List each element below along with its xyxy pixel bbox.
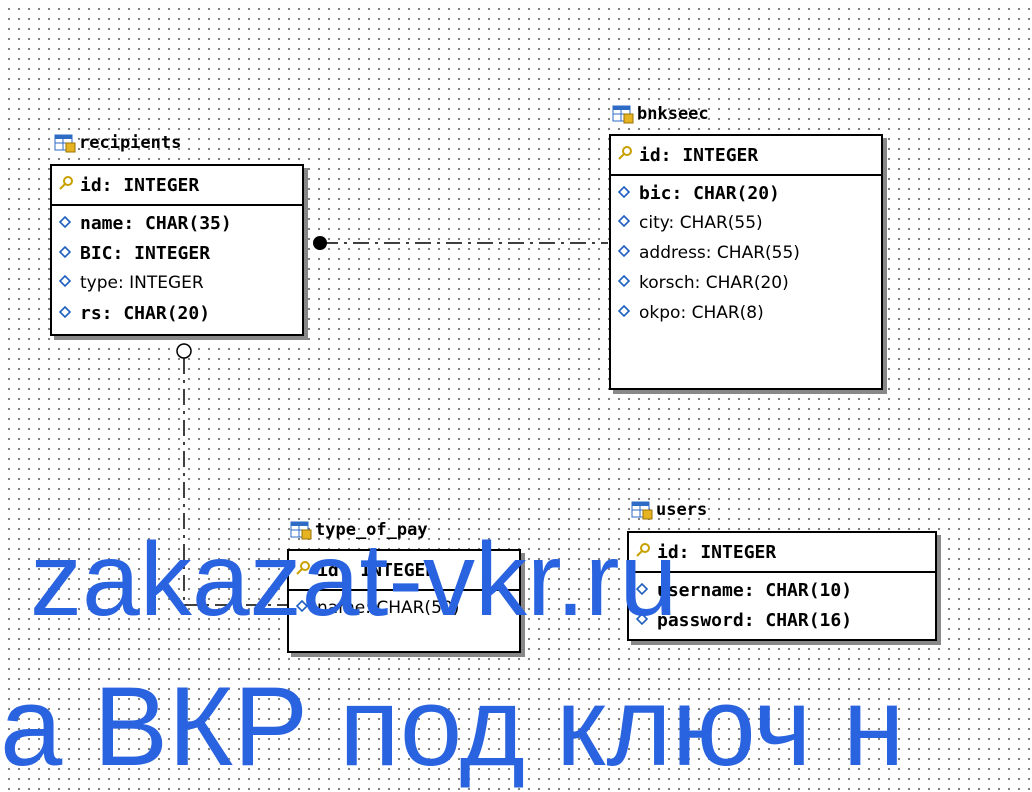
attribute-list: bic: CHAR(20) city: CHAR(55) address: CH… xyxy=(611,176,881,328)
attribute-label: bic: CHAR(20) xyxy=(639,182,780,204)
attribute-list: name: CHAR(35) BIC: INTEGER type: INTEGE… xyxy=(52,206,302,328)
attribute-label: address: CHAR(55) xyxy=(639,243,800,263)
key-icon xyxy=(635,542,651,563)
table-icon xyxy=(612,105,634,124)
key-icon xyxy=(617,145,633,166)
key-icon xyxy=(295,560,311,581)
attribute-icon xyxy=(635,580,651,601)
watermark-line-1: zakazat-vkr.ru xyxy=(30,522,678,638)
relationship-end-hollow xyxy=(176,343,192,359)
table-title-users[interactable]: users xyxy=(631,499,707,521)
pk-row[interactable]: id: INTEGER xyxy=(629,537,935,567)
attribute-icon xyxy=(617,213,633,233)
attribute-row[interactable]: city: CHAR(55) xyxy=(611,208,881,238)
table-icon xyxy=(631,501,653,520)
table-name: recipients xyxy=(79,133,182,153)
attribute-row[interactable]: address: CHAR(55) xyxy=(611,238,881,268)
attribute-label: username: CHAR(10) xyxy=(657,579,853,601)
table-name: type_of_pay xyxy=(315,520,428,540)
attribute-list: username: CHAR(10) password: CHAR(16) xyxy=(629,573,935,635)
attribute-row[interactable]: bic: CHAR(20) xyxy=(611,178,881,208)
attribute-label: name: CHAR(50) xyxy=(317,598,460,618)
entity-type-of-pay[interactable]: id: INTEGER name: CHAR(50) xyxy=(287,549,521,653)
pk-label: id: INTEGER xyxy=(657,541,777,563)
table-title-bnkseec[interactable]: bnkseec xyxy=(612,103,709,125)
attribute-label: okpo: CHAR(8) xyxy=(639,303,764,323)
key-icon xyxy=(58,175,74,196)
attribute-row[interactable]: BIC: INTEGER xyxy=(52,238,302,268)
table-name: bnkseec xyxy=(637,104,709,124)
attribute-icon xyxy=(58,213,74,234)
table-name: users xyxy=(656,500,708,520)
attribute-list: name: CHAR(50) xyxy=(289,591,519,623)
attribute-row[interactable]: okpo: CHAR(8) xyxy=(611,298,881,328)
entity-users[interactable]: id: INTEGER username: CHAR(10) password:… xyxy=(627,531,937,641)
attribute-row[interactable]: name: CHAR(50) xyxy=(289,593,519,623)
table-icon xyxy=(54,134,76,153)
table-icon xyxy=(290,521,312,540)
pk-row[interactable]: id: INTEGER xyxy=(611,140,881,170)
attribute-icon xyxy=(617,303,633,323)
attribute-row[interactable]: rs: CHAR(20) xyxy=(52,298,302,328)
attribute-label: rs: CHAR(20) xyxy=(80,302,211,324)
attribute-row[interactable]: password: CHAR(16) xyxy=(629,605,935,635)
attribute-icon xyxy=(617,243,633,263)
attribute-icon xyxy=(58,273,74,293)
watermark-line-2: а ВКР под ключ н xyxy=(0,664,905,789)
table-title-type-of-pay[interactable]: type_of_pay xyxy=(290,519,428,541)
table-title-recipients[interactable]: recipients xyxy=(54,132,181,154)
entity-recipients[interactable]: id: INTEGER name: CHAR(35) BIC: INTEGER … xyxy=(50,164,304,336)
attribute-icon xyxy=(295,598,311,618)
attribute-row[interactable]: korsch: CHAR(20) xyxy=(611,268,881,298)
attribute-icon xyxy=(617,183,633,204)
attribute-row[interactable]: type: INTEGER xyxy=(52,268,302,298)
attribute-row[interactable]: username: CHAR(10) xyxy=(629,575,935,605)
attribute-label: korsch: CHAR(20) xyxy=(639,273,789,293)
attribute-label: city: CHAR(55) xyxy=(639,213,763,233)
pk-label: id: INTEGER xyxy=(639,144,759,166)
pk-label: id: INTEGER xyxy=(80,174,200,196)
pk-row[interactable]: id: INTEGER xyxy=(289,555,519,585)
attribute-icon xyxy=(617,273,633,293)
attribute-label: BIC: INTEGER xyxy=(80,242,211,264)
attribute-row[interactable]: name: CHAR(35) xyxy=(52,208,302,238)
attribute-icon xyxy=(635,610,651,631)
relationship-end-filled xyxy=(313,236,327,250)
attribute-label: password: CHAR(16) xyxy=(657,609,853,631)
attribute-label: type: INTEGER xyxy=(80,273,204,293)
pk-row[interactable]: id: INTEGER xyxy=(52,170,302,200)
pk-label: id: INTEGER xyxy=(317,559,437,581)
attribute-label: name: CHAR(35) xyxy=(80,212,232,234)
entity-bnkseec[interactable]: id: INTEGER bic: CHAR(20) city: CHAR(55)… xyxy=(609,134,883,390)
attribute-icon xyxy=(58,243,74,264)
attribute-icon xyxy=(58,303,74,324)
